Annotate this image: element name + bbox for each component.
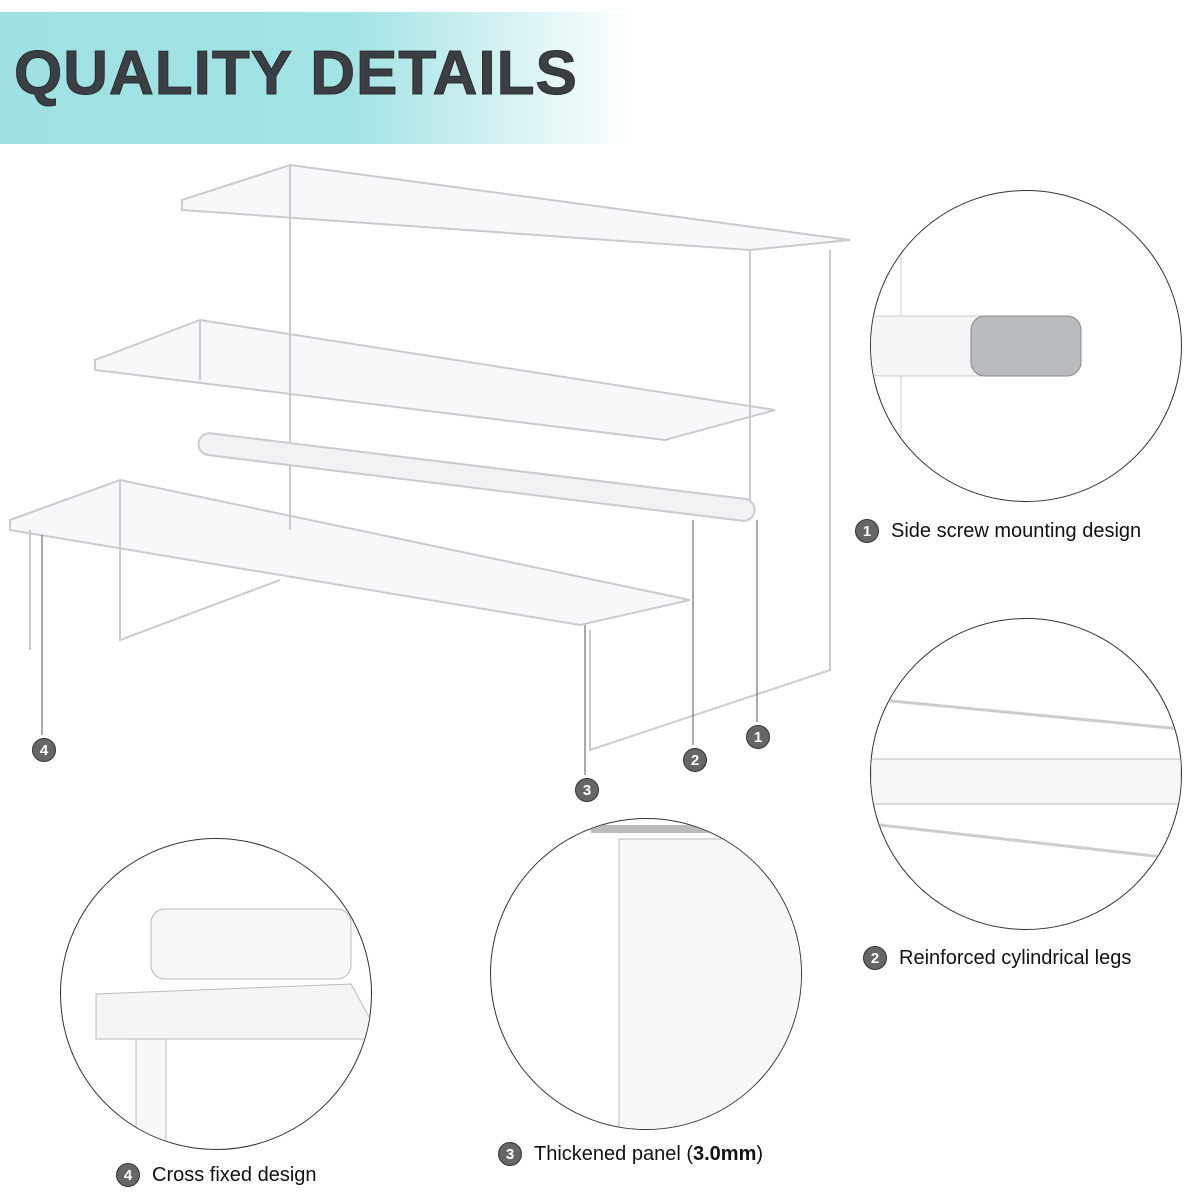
marker-1: 1 [746,725,770,749]
riser-shelves [9,163,851,752]
detail-circle-cross [60,838,372,1150]
title-banner [0,12,635,144]
page-title: QUALITY DETAILS [14,39,578,109]
marker-2: 2 [683,748,707,772]
detail-circle-screw [870,190,1182,502]
marker-4: 4 [32,738,56,762]
marker-3: 3 [575,778,599,802]
detail-circle-panel [490,818,802,1130]
detail-circle-legs [870,618,1182,930]
